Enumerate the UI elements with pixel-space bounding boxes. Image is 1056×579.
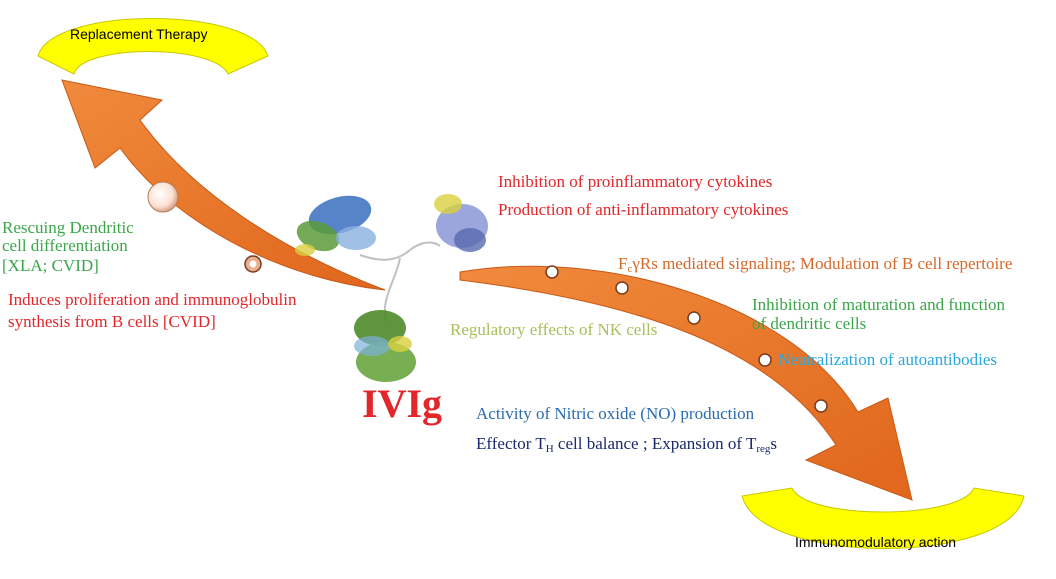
left-arrow [61,79,386,291]
right-arrow-dot-5 [814,399,828,413]
fc-subscript: c [627,263,633,275]
replacement-therapy-label: Replacement Therapy [70,26,208,42]
dendritic-rescue-line2: cell differentiation [2,236,128,255]
effector-middle: cell balance ; Expansion of T [553,434,757,453]
right-arrow [459,265,913,501]
effector-prefix: Effector T [476,434,546,453]
cytokine-inhibition-label: Inhibition of proinflammatory cytokines [498,172,773,191]
b-cell-proliferation-line1: Induces proliferation and immunoglobulin [8,290,297,309]
fc-receptor-signaling-label: FcγRs mediated signaling; Modulation of … [618,254,1013,275]
nitric-oxide-label: Activity of Nitric oxide (NO) production [476,404,755,423]
right-arrow-dot-4 [758,353,772,367]
th-subscript: H [545,443,554,455]
right-arrow-dot-2 [615,281,629,295]
anti-inflammatory-production-label: Production of anti-inflammatory cytokine… [498,200,789,219]
left-arrow-bubble-large [147,181,179,213]
igg-molecule-illustration [295,194,488,382]
dc-inhibition-line1: Inhibition of maturation and function [752,295,1006,314]
ivig-title: IVIg [362,381,443,426]
left-arrow-bubble-core [249,260,257,268]
effector-th-balance-label: Effector TH cell balance ; Expansion of … [476,434,777,455]
fc-suffix: γRs mediated signaling; Modulation of B … [632,254,1013,273]
b-cell-proliferation-line2: synthesis from B cells [CVID] [8,312,216,331]
right-arrow-dot-1 [545,265,559,279]
autoantibody-neutralization-label: Neutralization of autoantibodies [778,350,998,369]
replacement-therapy-arc [37,18,269,75]
fc-prefix: F [618,254,628,273]
immunomodulatory-action-label: Immunomodulatory action [795,534,957,550]
effector-suffix: s [770,434,777,453]
nk-cell-effects-label: Regulatory effects of NK cells [450,320,658,339]
dendritic-rescue-line1: Rescuing Dendritic [2,218,134,237]
treg-subscript: reg [756,443,771,455]
dendritic-rescue-line3: [XLA; CVID] [2,256,99,275]
dc-inhibition-line2: of dendritic cells [752,314,867,333]
right-arrow-dot-3 [687,311,701,325]
immunomodulatory-action-arc [741,487,1025,549]
